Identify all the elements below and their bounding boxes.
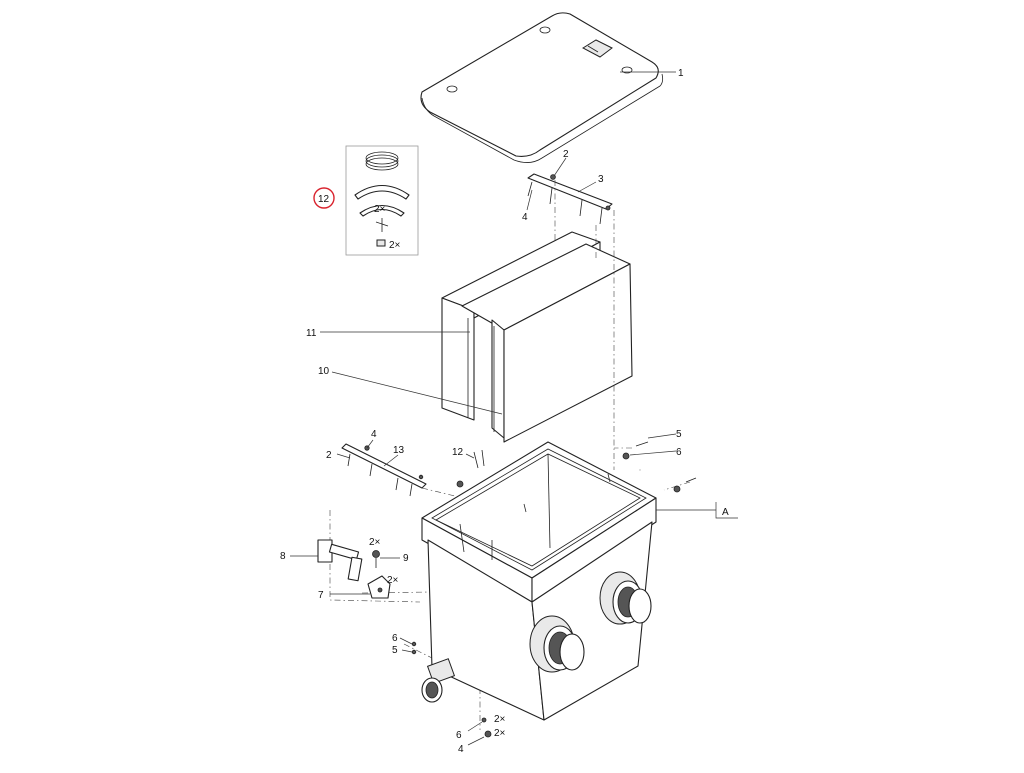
lid-part-1[interactable] — [421, 13, 663, 163]
callout-6-bottom: 6 — [456, 730, 462, 741]
screw-part-9[interactable] — [373, 551, 380, 569]
callout-4-top: 4 — [522, 212, 528, 223]
leader-4-bottom — [468, 737, 484, 745]
callout-2x-4: 2× — [494, 728, 506, 739]
callout-A: A — [722, 507, 729, 518]
callout-10: 10 — [318, 366, 330, 377]
callout-3: 3 — [598, 174, 604, 185]
screw-set-bottom[interactable] — [482, 718, 491, 737]
callout-11: 11 — [306, 328, 317, 339]
leader-6-left — [400, 638, 412, 644]
drain-valve[interactable] — [422, 659, 454, 702]
callout-6-right: 6 — [676, 447, 682, 458]
kit-callout-12: 12 — [318, 194, 330, 205]
holder-bar-part-13[interactable] — [342, 444, 426, 496]
callout-2x-6: 2× — [494, 714, 506, 725]
callout-2x-9: 2× — [369, 537, 381, 548]
callout-7: 7 — [318, 590, 324, 601]
callout-5-right: 5 — [676, 429, 682, 440]
screw-set-left[interactable] — [412, 642, 416, 654]
leader-13 — [384, 455, 398, 466]
accessory-kit-12[interactable] — [346, 146, 418, 255]
callout-1: 1 — [678, 68, 684, 79]
leader-12-mid — [466, 454, 474, 458]
leader-6-right — [630, 451, 676, 455]
leader-5-right — [648, 434, 676, 438]
leader-4-top — [527, 190, 532, 210]
callout-6-left: 6 — [392, 633, 398, 644]
callout-4-mid: 4 — [371, 429, 377, 440]
screw-set-right[interactable] — [623, 442, 696, 492]
callout-12-mid: 12 — [452, 447, 464, 458]
leader-10 — [332, 372, 502, 414]
filter-media-part-10[interactable] — [462, 244, 632, 442]
leader-4-mid — [367, 440, 373, 448]
callout-2-mid: 2 — [326, 450, 332, 461]
callout-5-left: 5 — [392, 645, 398, 656]
callout-8: 8 — [280, 551, 286, 562]
leader-2-top — [554, 158, 566, 176]
callout-2-top: 2 — [563, 149, 569, 160]
callout-4-bottom: 4 — [458, 744, 464, 755]
callout-13: 13 — [393, 445, 405, 456]
leader-2-mid — [337, 454, 350, 458]
leader-5-left — [402, 650, 412, 652]
kit-qty-a: 2× — [374, 204, 386, 215]
kit-qty-b: 2× — [389, 240, 401, 251]
callout-9: 9 — [403, 553, 409, 564]
bracket-part-8[interactable] — [318, 540, 362, 581]
leader-3 — [578, 182, 596, 192]
callout-2x-7: 2× — [387, 575, 399, 586]
